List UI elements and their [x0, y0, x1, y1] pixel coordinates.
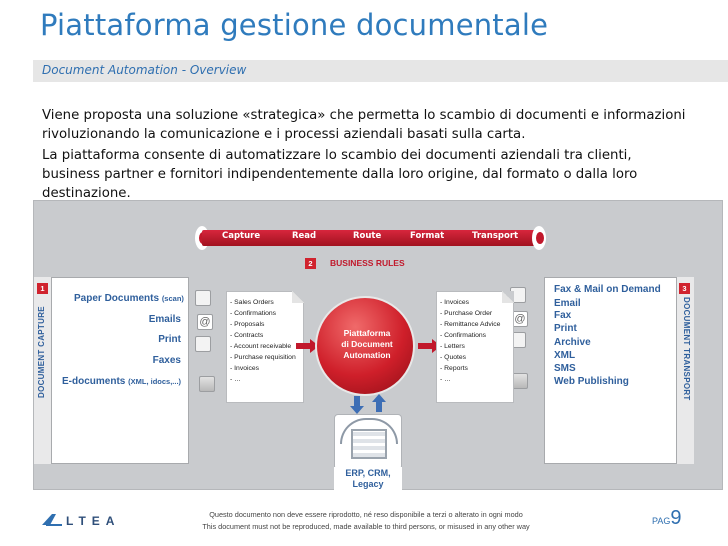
transport-label: DOCUMENT TRANSPORT: [682, 297, 691, 401]
capture-item-emails: Emails: [148, 314, 181, 325]
step-transport: Transport: [472, 231, 519, 241]
process-bar: Capture Read Route Format Transport: [202, 230, 542, 246]
list-item: - Proposals: [230, 321, 265, 328]
disclaimer-en: This document must not be reproduced, ma…: [202, 522, 530, 531]
transport-strip: [676, 277, 694, 464]
document-automation-diagram: Capture Read Route Format Transport 2 BU…: [33, 200, 723, 493]
list-item: - Quotes: [440, 354, 467, 361]
svg-text:LTEA: LTEA: [66, 514, 120, 528]
transport-item: Fax: [554, 310, 572, 321]
step-read: Read: [292, 231, 317, 241]
list-item: - Invoices: [440, 299, 470, 306]
transport-item: Web Publishing: [554, 376, 629, 387]
automation-platform-sphere: Piattaforma di Document Automation: [315, 296, 415, 396]
list-item: - …: [230, 376, 241, 383]
fax-icon: [199, 376, 215, 392]
outgoing-documents-list: - Invoices - Purchase Order - Remittance…: [436, 291, 514, 403]
list-item: - Contracts: [230, 332, 264, 339]
transport-item: Fax & Mail on Demand: [554, 284, 661, 295]
altea-logo: LTEA: [42, 511, 130, 533]
disclaimer-it: Questo documento non deve essere riprodo…: [209, 510, 523, 519]
transport-badge: 3: [679, 283, 690, 294]
page-title: Piattaforma gestione documentale: [40, 8, 549, 42]
incoming-documents-list: - Sales Orders - Confirmations - Proposa…: [226, 291, 304, 403]
list-item: - Purchase requisition: [230, 354, 296, 361]
transport-item: Archive: [554, 337, 591, 348]
process-bar-right-cap: [532, 226, 546, 250]
capture-badge: 1: [37, 283, 48, 294]
integration-seal-icon: [334, 414, 402, 470]
subtitle-bar: [33, 60, 728, 82]
capture-item-faxes: Faxes: [152, 355, 181, 366]
arrow-down-to-backend: [350, 396, 364, 414]
intro-paragraph-1: Viene proposta una soluzione «strategica…: [42, 108, 686, 142]
step-route: Route: [353, 231, 382, 241]
list-item: - Sales Orders: [230, 299, 274, 306]
list-item: - Invoices: [230, 365, 260, 372]
step-capture: Capture: [222, 231, 261, 241]
transport-item: Print: [554, 323, 577, 334]
list-item: - Account receivable: [230, 343, 292, 350]
platform-label: Piattaforma di Document Automation: [341, 328, 393, 360]
page-number: PAG9: [652, 507, 682, 529]
intro-text: Viene proposta una soluzione «strategica…: [42, 106, 692, 205]
transport-item: Email: [554, 298, 581, 309]
capture-panel: [34, 277, 189, 464]
capture-label: DOCUMENT CAPTURE: [37, 306, 46, 398]
footer-disclaimer: Questo documento non deve essere riprodo…: [166, 509, 566, 533]
list-item: - Remittance Advice: [440, 321, 501, 328]
email-at-icon: @: [512, 311, 528, 327]
list-item: - …: [440, 376, 451, 383]
business-rules-badge: 2: [305, 258, 316, 269]
page-subtitle: Document Automation - Overview: [42, 63, 247, 77]
list-item: - Confirmations: [230, 310, 277, 317]
document-icon: [195, 290, 211, 306]
transport-item: SMS: [554, 363, 576, 374]
backend-label: ERP, CRM, Legacy: [334, 467, 402, 493]
list-item: - Confirmations: [440, 332, 487, 339]
capture-item-print: Print: [158, 334, 181, 345]
fax-icon: [512, 373, 528, 389]
capture-item-edocs: E-documents (XML, idocs,...): [62, 376, 182, 387]
capture-strip: [34, 277, 52, 464]
transport-item: XML: [554, 350, 576, 361]
arrow-to-platform: [296, 339, 319, 353]
printer-icon: [195, 336, 211, 352]
arrow-up-from-backend: [372, 394, 386, 412]
capture-item-paper: Paper Documents (scan): [74, 293, 184, 304]
step-format: Format: [410, 231, 445, 241]
email-at-icon: @: [197, 314, 213, 330]
business-rules-label: BUSINESS RULES: [330, 258, 405, 268]
list-item: - Letters: [440, 343, 465, 350]
list-item: - Reports: [440, 365, 468, 372]
arrow-from-platform: [418, 339, 441, 353]
intro-paragraph-2: La piattaforma consente di automatizzare…: [42, 148, 638, 201]
transport-panel: [544, 277, 694, 464]
list-item: - Purchase Order: [440, 310, 493, 317]
